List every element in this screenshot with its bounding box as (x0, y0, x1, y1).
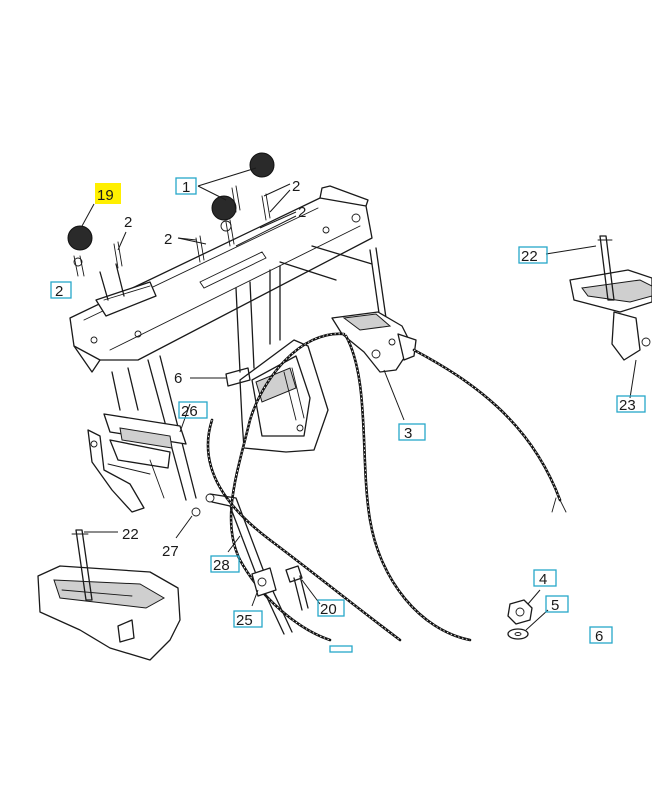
callout-27: 27 (162, 543, 179, 560)
callout-28: 28 (213, 557, 230, 574)
right-control-lever (331, 311, 417, 421)
knob-top-center-icon (211, 195, 237, 221)
callout-1: 1 (182, 179, 190, 196)
top-knobs (67, 152, 275, 277)
knob-top-right-icon (249, 152, 275, 178)
control-cables (206, 332, 567, 642)
callout-2-d: 2 (298, 204, 306, 221)
right-bracket (545, 235, 652, 399)
callout-4: 4 (539, 571, 547, 588)
shift-quadrant (190, 339, 329, 453)
callout-2-a: 2 (124, 214, 132, 231)
callout-19: 19 (97, 187, 114, 204)
shift-rod (205, 493, 293, 635)
callout-highlight (95, 183, 121, 204)
lower-left-bracket (37, 529, 181, 661)
callout-22-right: 22 (521, 248, 538, 265)
callout-2-b: 2 (292, 178, 300, 195)
callout-20: 20 (320, 601, 337, 618)
callout-5: 5 (551, 597, 559, 614)
callout-2-c: 2 (164, 231, 172, 248)
callout-2-left: 2 (55, 283, 63, 300)
callout-23: 23 (619, 397, 636, 414)
handle-frame (69, 185, 387, 501)
callout-6-bottom: 6 (595, 628, 603, 645)
knob-left-icon (67, 225, 93, 251)
callout-6: 6 (174, 370, 182, 387)
callout-26: 26 (181, 403, 198, 420)
callout-3: 3 (404, 425, 412, 442)
callout-22-left: 22 (122, 526, 139, 543)
top-leaders (81, 167, 297, 251)
left-lever-assembly (87, 403, 201, 539)
nut-washer (507, 589, 549, 640)
callouts: 19 2 2 1 2 2 2 22 23 6 26 3 22 27 28 25 … (50, 177, 646, 653)
bolt-20 (285, 565, 321, 611)
callout-25: 25 (236, 612, 253, 629)
